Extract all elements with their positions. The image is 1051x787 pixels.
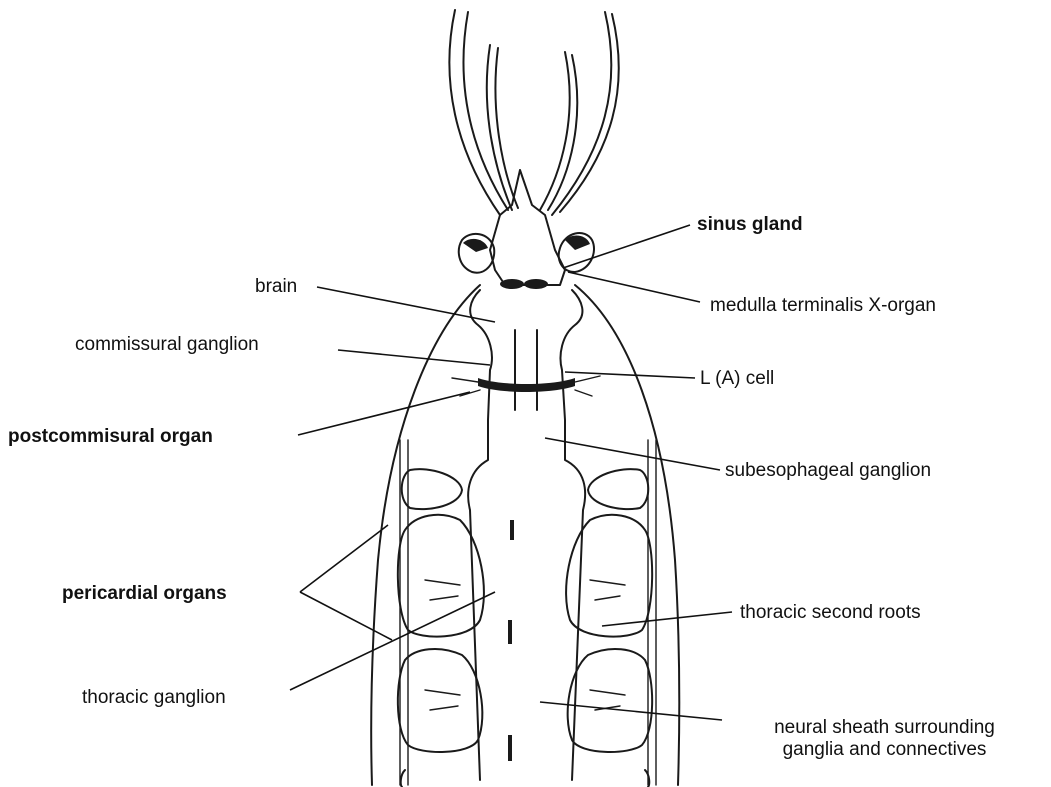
label-sinus-gland: sinus gland xyxy=(697,214,803,236)
segmental-ganglia-lobes xyxy=(398,469,652,787)
label-brain: brain xyxy=(255,276,297,298)
label-la-cell: L (A) cell xyxy=(700,368,774,390)
label-thoracic-second-roots: thoracic second roots xyxy=(740,602,921,624)
label-neural-sheath-line1: neural sheath surrounding xyxy=(732,717,1037,739)
label-neural-sheath-line2: ganglia and connectives xyxy=(732,739,1037,761)
leader-lines xyxy=(290,225,732,720)
carapace-outline xyxy=(371,285,679,785)
antennae xyxy=(449,10,618,215)
label-neural-sheath: neural sheath surrounding ganglia and co… xyxy=(732,717,1037,761)
label-subesophageal-ganglion: subesophageal ganglion xyxy=(725,460,931,482)
label-medulla-terminalis-x-organ: medulla terminalis X-organ xyxy=(710,295,936,317)
label-commissural-ganglion: commissural ganglion xyxy=(75,334,259,356)
label-pericardial-organs: pericardial organs xyxy=(62,583,227,605)
label-postcommisural-organ: postcommisural organ xyxy=(8,426,213,448)
label-thoracic-ganglion: thoracic ganglion xyxy=(82,687,226,709)
head-region xyxy=(459,170,594,289)
